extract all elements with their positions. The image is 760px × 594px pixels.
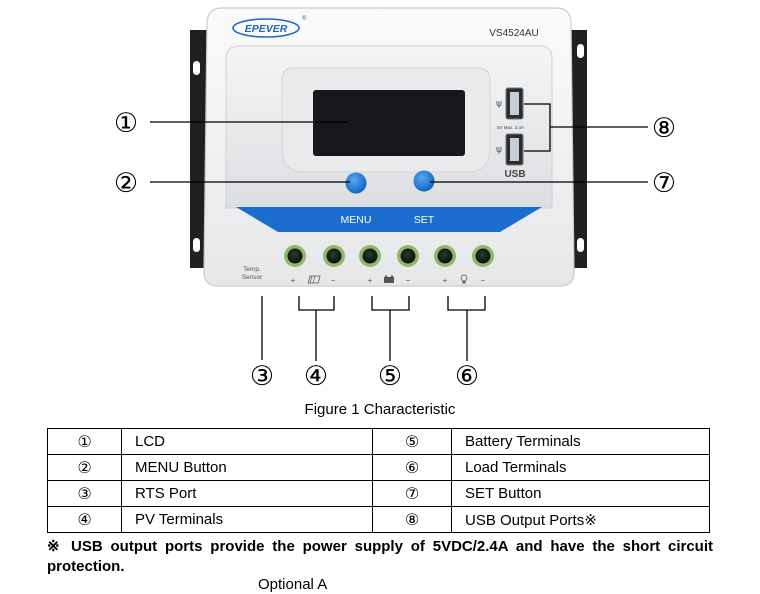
item-number: ⑤ [372, 428, 452, 455]
svg-text:EPEVER: EPEVER [245, 23, 288, 35]
set-button[interactable] [413, 170, 435, 192]
callout-3: ③ [250, 361, 274, 392]
usb-symbol-icon: ψ [496, 99, 502, 109]
table-row: ② MENU Button ⑥ Load Terminals [47, 454, 710, 481]
lcd-screen [313, 90, 465, 156]
svg-text:−: − [331, 276, 336, 285]
callout-1: ① [114, 108, 138, 139]
callout-4: ④ [304, 361, 328, 392]
callout-8: ⑧ [652, 113, 676, 144]
model-number: VS4524AU [489, 28, 538, 39]
light-bulb-icon [460, 274, 468, 284]
item-label: USB Output Ports※ [451, 506, 710, 533]
table-row: ① LCD ⑤ Battery Terminals [47, 428, 710, 455]
callout-5: ⑤ [378, 361, 402, 392]
left-mounting-bracket [190, 30, 207, 268]
item-number: ② [47, 454, 122, 481]
item-number: ① [47, 428, 122, 455]
usb-rating: 5V Max. 2.4A [497, 125, 524, 130]
menu-button[interactable] [345, 172, 367, 194]
table-row: ④ PV Terminals ⑧ USB Output Ports※ [47, 506, 710, 533]
item-number: ⑥ [372, 454, 452, 481]
svg-text:+: + [291, 276, 296, 285]
usb-label: USB [504, 169, 525, 180]
temp-sensor-label: Temp. [243, 266, 261, 273]
item-label: SET Button [451, 480, 710, 507]
usb-ports: ψ ψ 5V Max. 2.4A USB [496, 87, 526, 180]
item-number: ④ [47, 506, 122, 533]
item-label: RTS Port [121, 480, 373, 507]
svg-text:−: − [406, 276, 411, 285]
item-label: LCD [121, 428, 373, 455]
table-row: ③ RTS Port ⑦ SET Button [47, 480, 710, 507]
blue-button-stripe [236, 207, 542, 232]
temp-sensor-label: Sensor [242, 274, 263, 281]
callout-2: ② [114, 168, 138, 199]
battery-icon [384, 275, 394, 283]
set-label: SET [414, 214, 435, 226]
item-number: ⑧ [372, 506, 452, 533]
right-mounting-bracket [570, 30, 587, 268]
item-label: MENU Button [121, 454, 373, 481]
svg-text:+: + [443, 276, 448, 285]
leader-lines [150, 103, 648, 361]
controller-figure: EPEVER ® VS4524AU MENU SET ψ ψ 5V Max. 2… [114, 7, 676, 392]
svg-text:+: + [368, 276, 373, 285]
item-label: Battery Terminals [451, 428, 710, 455]
solar-panel-icon [307, 275, 321, 284]
epever-logo: EPEVER ® [232, 15, 307, 38]
callout-7: ⑦ [652, 168, 676, 199]
svg-text:−: − [481, 276, 486, 285]
next-section-text: Optional A [258, 576, 328, 593]
usb-protection-note: ※ USB output ports provide the power sup… [47, 538, 713, 575]
item-number: ③ [47, 480, 122, 507]
callout-6: ⑥ [455, 361, 479, 392]
item-label: Load Terminals [451, 454, 710, 481]
menu-label: MENU [341, 214, 372, 226]
terminal-block: + − + − + − [284, 245, 494, 285]
usb-symbol-icon: ψ [496, 145, 502, 155]
svg-text:®: ® [302, 15, 307, 22]
item-label: PV Terminals [121, 506, 373, 533]
component-table: ① LCD ⑤ Battery Terminals ② MENU Button … [47, 428, 710, 533]
figure-caption: Figure 1 Characteristic [304, 401, 456, 418]
item-number: ⑦ [372, 480, 452, 507]
